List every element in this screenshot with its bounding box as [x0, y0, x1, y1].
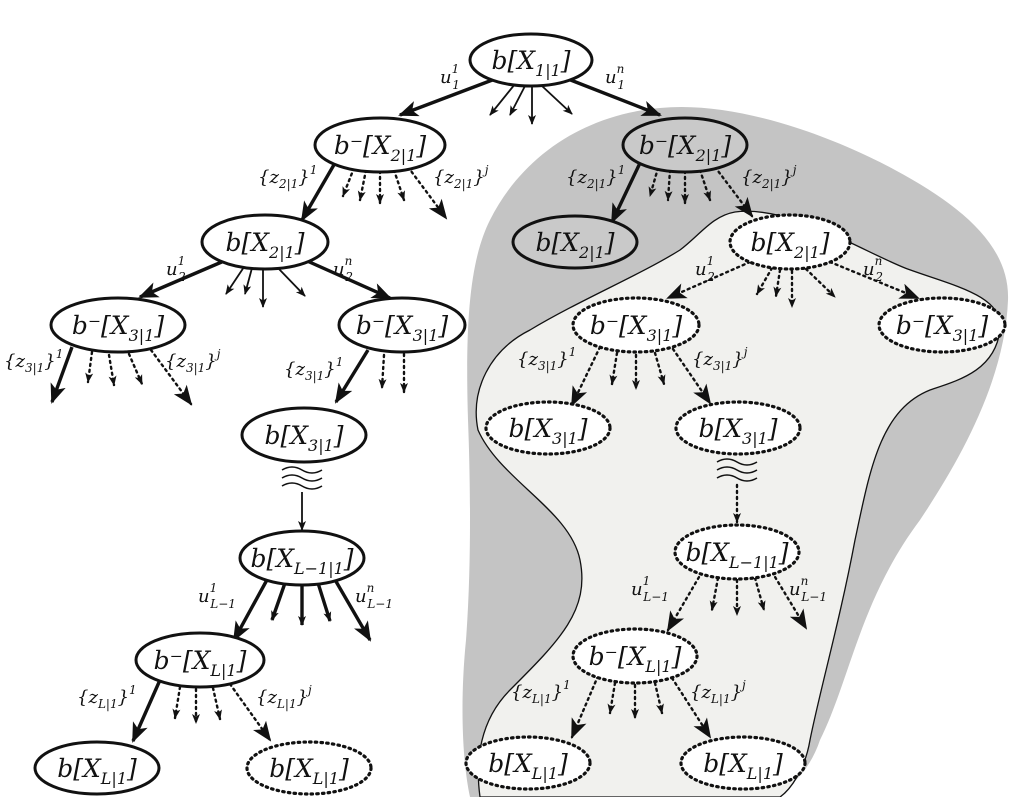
node-pred-3-rr: b⁻[X3|1] — [877, 296, 1007, 354]
node-pred-2-right: b⁻[X2|1] — [621, 116, 749, 174]
node-post-L-ll: b[XL|1] — [33, 740, 161, 796]
svg-text:b⁻[XL|1]: b⁻[XL|1] — [154, 646, 247, 680]
node-post-2-left: b[X2|1] — [200, 213, 330, 271]
svg-text:b[XL|1]: b[XL|1] — [269, 754, 349, 788]
svg-text:b⁻[X3|1]: b⁻[X3|1] — [590, 311, 683, 345]
svg-text:b[XL|1]: b[XL|1] — [57, 754, 137, 788]
label-z31-ll-j: {z3|1}j — [165, 347, 221, 375]
node-pred-L-right: b⁻[XL|1] — [571, 627, 699, 685]
svg-text:b⁻[X3|1]: b⁻[X3|1] — [896, 311, 989, 345]
svg-text:b[XL−1|1]: b[XL−1|1] — [685, 538, 788, 572]
label-zL-right-j: {zL|1}j — [690, 678, 746, 706]
label-z21-right-j: {z2|1}j — [741, 163, 797, 191]
label-z31-lr-1: {z3|1}1 — [284, 355, 343, 383]
svg-text:b[X2|1]: b[X2|1] — [535, 228, 614, 262]
label-z31-ll-1: {z3|1}1 — [4, 347, 63, 375]
ellipsis-squiggle-left — [281, 466, 323, 490]
label-z21-left-j: {z2|1}j — [433, 163, 489, 191]
node-post-2-light: b[X2|1] — [728, 213, 852, 271]
label-z21-right-1: {z2|1}1 — [566, 163, 625, 191]
node-post-L-rr: b[XL|1] — [679, 735, 807, 791]
right-tree-edges — [570, 162, 920, 739]
svg-text:b[X3|1]: b[X3|1] — [698, 414, 777, 448]
left-tree-edges — [50, 77, 662, 743]
svg-text:b[X2|1]: b[X2|1] — [750, 228, 829, 262]
node-post-3-rl: b[X3|1] — [484, 400, 612, 456]
node-pred-3-ll: b⁻[X3|1] — [49, 296, 187, 354]
label-zL-right-1: {zL|1}1 — [511, 678, 571, 706]
svg-text:b⁻[X3|1]: b⁻[X3|1] — [72, 311, 165, 345]
svg-text:b⁻[X2|1]: b⁻[X2|1] — [334, 131, 427, 165]
svg-text:b[X3|1]: b[X3|1] — [508, 414, 587, 448]
node-post-3-left: b[X3|1] — [240, 406, 368, 464]
svg-text:b⁻[X2|1]: b⁻[X2|1] — [639, 131, 732, 165]
svg-text:b[X2|1]: b[X2|1] — [225, 228, 304, 262]
svg-text:b[X3|1]: b[X3|1] — [264, 421, 343, 455]
node-post-L-lr: b[XL|1] — [245, 740, 373, 796]
svg-text:b[XL|1]: b[XL|1] — [488, 749, 568, 783]
label-z31-r-1: {z3|1}1 — [517, 345, 576, 373]
svg-text:b[XL−1|1]: b[XL−1|1] — [250, 544, 353, 578]
label-z31-r-j: {z3|1}j — [692, 345, 748, 373]
label-zL-left-j: {zL|1}j — [256, 683, 312, 711]
node-post-L-1-right: b[XL−1|1] — [673, 523, 801, 581]
node-pred-2-left: b⁻[X2|1] — [313, 116, 447, 174]
svg-text:b⁻[X3|1]: b⁻[X3|1] — [356, 311, 449, 345]
svg-text:b[XL|1]: b[XL|1] — [703, 749, 783, 783]
svg-text:b⁻[XL|1]: b⁻[XL|1] — [589, 642, 682, 676]
ellipsis-squiggle-right — [716, 458, 758, 482]
node-pred-3-lr: b⁻[X3|1] — [337, 296, 467, 354]
node-pred-3-rl: b⁻[X3|1] — [571, 296, 701, 354]
node-pred-L-left: b⁻[XL|1] — [134, 631, 266, 689]
node-post-L-1-left: b[XL−1|1] — [238, 529, 366, 587]
node-post-3-rr: b[X3|1] — [674, 400, 802, 456]
svg-text:b[X1|1]: b[X1|1] — [491, 46, 570, 80]
label-zL-left-1: {zL|1}1 — [77, 683, 137, 711]
node-post-L-rl: b[XL|1] — [464, 735, 592, 791]
node-root: b[X1|1] — [468, 32, 594, 88]
label-z21-left-1: {z2|1}1 — [258, 163, 317, 191]
node-post-2-shaded: b[X2|1] — [511, 214, 639, 270]
